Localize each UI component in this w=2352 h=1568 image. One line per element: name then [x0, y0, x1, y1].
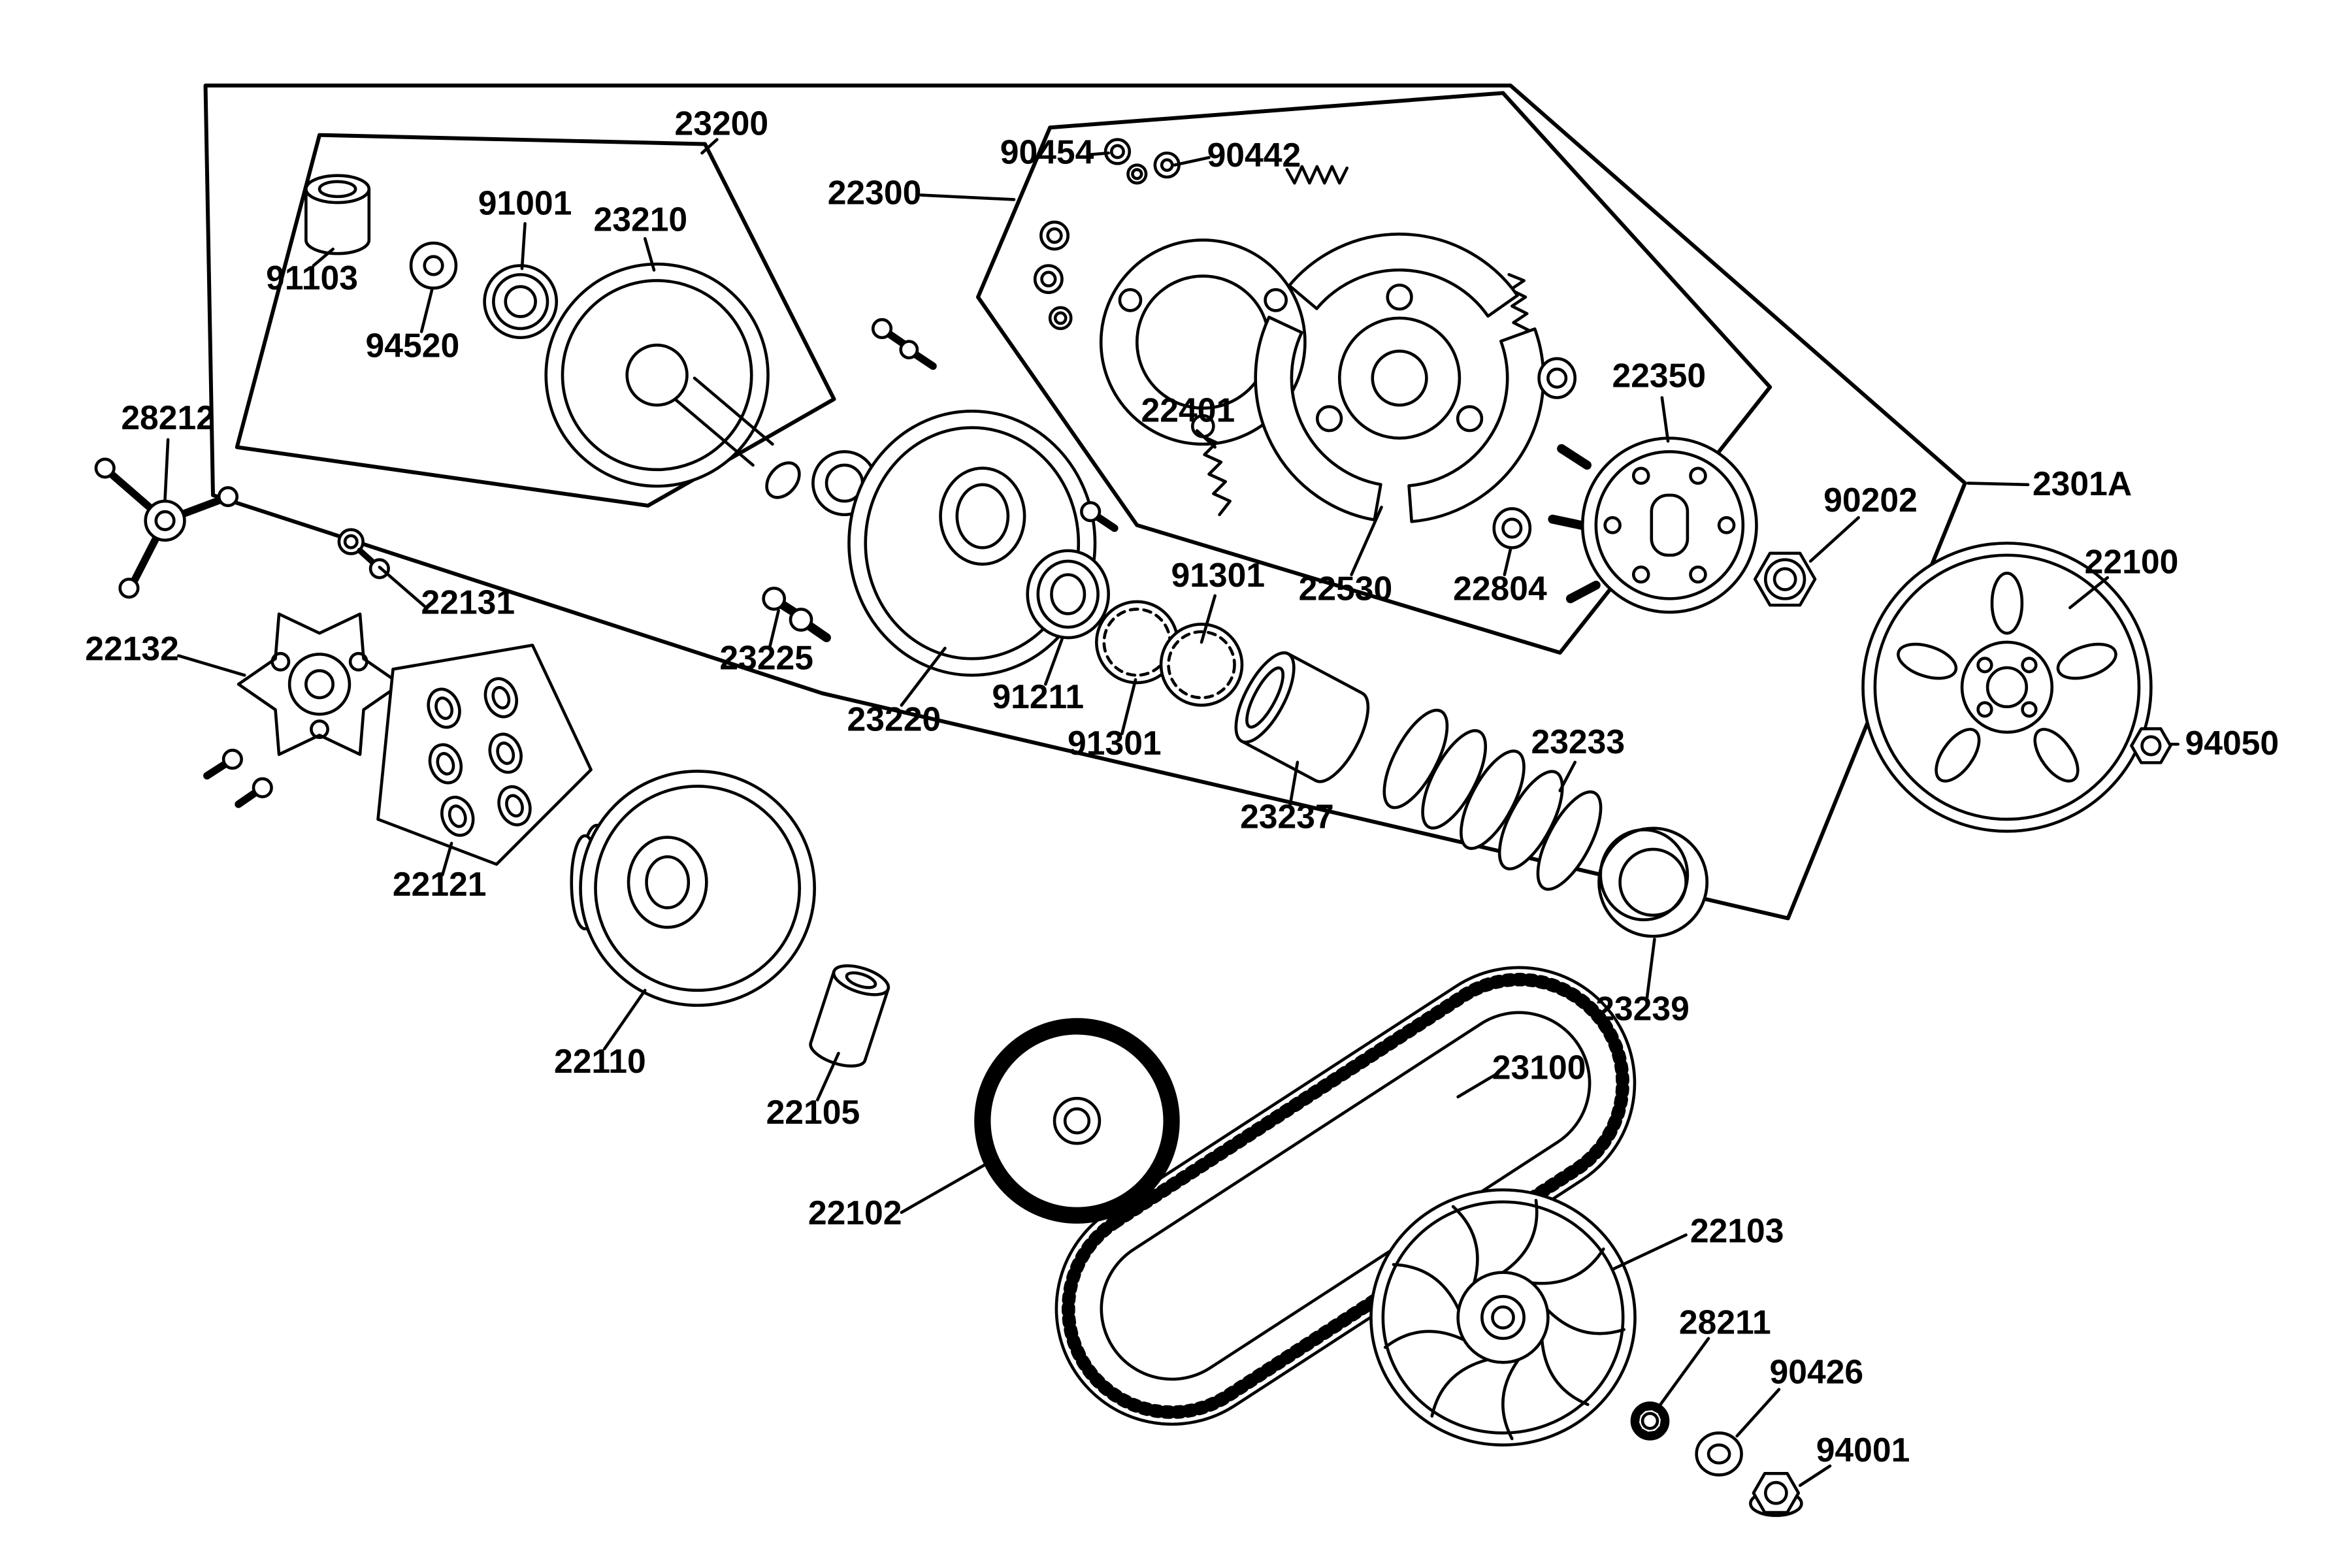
- part-label-90454: 90454: [1000, 133, 1094, 171]
- part-22103-fan-pulley: [1369, 1188, 1637, 1446]
- part-90426-washer: [1695, 1431, 1743, 1477]
- part-label-94050: 94050: [2185, 724, 2279, 762]
- part-label-91301-b: 91301: [1068, 724, 1162, 762]
- subassembly-boundary-22300: [975, 91, 1772, 655]
- part-label-22110: 22110: [554, 1042, 646, 1080]
- part-label-22102: 22102: [808, 1194, 902, 1232]
- part-label-22103: 22103: [1690, 1212, 1784, 1250]
- part-label-22121: 22121: [393, 865, 487, 903]
- part-label-90202: 90202: [1823, 481, 1918, 519]
- part-22100-clutch-bell: [1861, 542, 2153, 833]
- part-94001-flange-nut: [1749, 1472, 1803, 1517]
- part-90454-nut: [1103, 138, 1148, 185]
- part-22804-dampers: [1492, 357, 1577, 549]
- part-label-94001: 94001: [1816, 1431, 1910, 1469]
- part-91301-snap-rings: [1095, 600, 1244, 707]
- part-22102-gear: [974, 1018, 1180, 1224]
- part-22530-clutch-shoe-set: [1254, 233, 1545, 523]
- assembly-boundary-main: [203, 83, 1967, 921]
- fasteners-small-mid: [1080, 501, 1119, 532]
- part-22350-clutch-carrier: [1548, 436, 1758, 614]
- part-label-91301-a: 91301: [1171, 556, 1265, 594]
- part-label-23237: 23237: [1240, 798, 1334, 836]
- part-label-23200: 23200: [675, 105, 769, 142]
- part-28211-lock-washer: [1630, 1401, 1670, 1441]
- part-90202-nut: [1753, 551, 1817, 607]
- leader-lines: [163, 138, 2180, 1487]
- part-label-23225: 23225: [719, 638, 813, 676]
- part-label-28212: 28212: [121, 399, 215, 436]
- part-94520-washer: [409, 241, 458, 290]
- part-label-23239: 23239: [1595, 990, 1690, 1028]
- part-91103-bushing: [304, 174, 371, 255]
- part-label-28211: 28211: [1679, 1303, 1771, 1341]
- part-label-22100: 22100: [2085, 542, 2179, 580]
- part-94050-nut: [2130, 727, 2172, 764]
- part-label-22300: 22300: [828, 173, 922, 211]
- part-label-91103: 91103: [266, 259, 358, 297]
- part-label-22350: 22350: [1612, 357, 1706, 395]
- part-23237-collar: [1234, 651, 1370, 783]
- plate-mounting-nuts: [1033, 220, 1073, 331]
- part-22105-spacer: [809, 964, 890, 1068]
- part-label-22105: 22105: [766, 1093, 860, 1131]
- part-label-23210: 23210: [594, 201, 688, 238]
- part-23210-drive-face: [544, 262, 878, 517]
- part-22110-movable-drive-face: [570, 770, 816, 1007]
- part-label-22804: 22804: [1453, 570, 1547, 608]
- part-91001-bearing: [483, 264, 559, 340]
- part-label-22132: 22132: [85, 630, 179, 668]
- part-91211-bearing: [1026, 549, 1110, 640]
- part-label-90442: 90442: [1207, 136, 1301, 174]
- part-labels: 23200 91103 91001 94520 23210 22300 9045…: [85, 105, 2279, 1469]
- part-label-94520: 94520: [366, 327, 460, 365]
- part-23239-roller: [1597, 826, 1709, 938]
- part-22132-ramp-plate: [203, 612, 402, 808]
- part-23225-bolts: [762, 586, 831, 642]
- part-label-23233: 23233: [1531, 723, 1625, 760]
- part-label-91211: 91211: [992, 678, 1084, 715]
- part-22121-roller-weight-set: [376, 644, 593, 866]
- part-label-22401: 22401: [1141, 391, 1235, 429]
- part-label-91001: 91001: [478, 184, 572, 221]
- part-label-22530: 22530: [1299, 570, 1393, 608]
- part-label-23100: 23100: [1492, 1048, 1586, 1086]
- part-label-23220: 23220: [847, 700, 941, 738]
- part-28212-tool: [94, 457, 239, 599]
- fasteners-small-upper: [871, 318, 937, 370]
- clutch-drive-plate: [1099, 238, 1307, 446]
- part-label-22131: 22131: [421, 583, 515, 621]
- part-22131-slider: [337, 528, 390, 580]
- part-label-2301A: 2301A: [2033, 465, 2132, 502]
- part-label-90426: 90426: [1770, 1353, 1864, 1391]
- part-23233-spring: [1382, 708, 1603, 891]
